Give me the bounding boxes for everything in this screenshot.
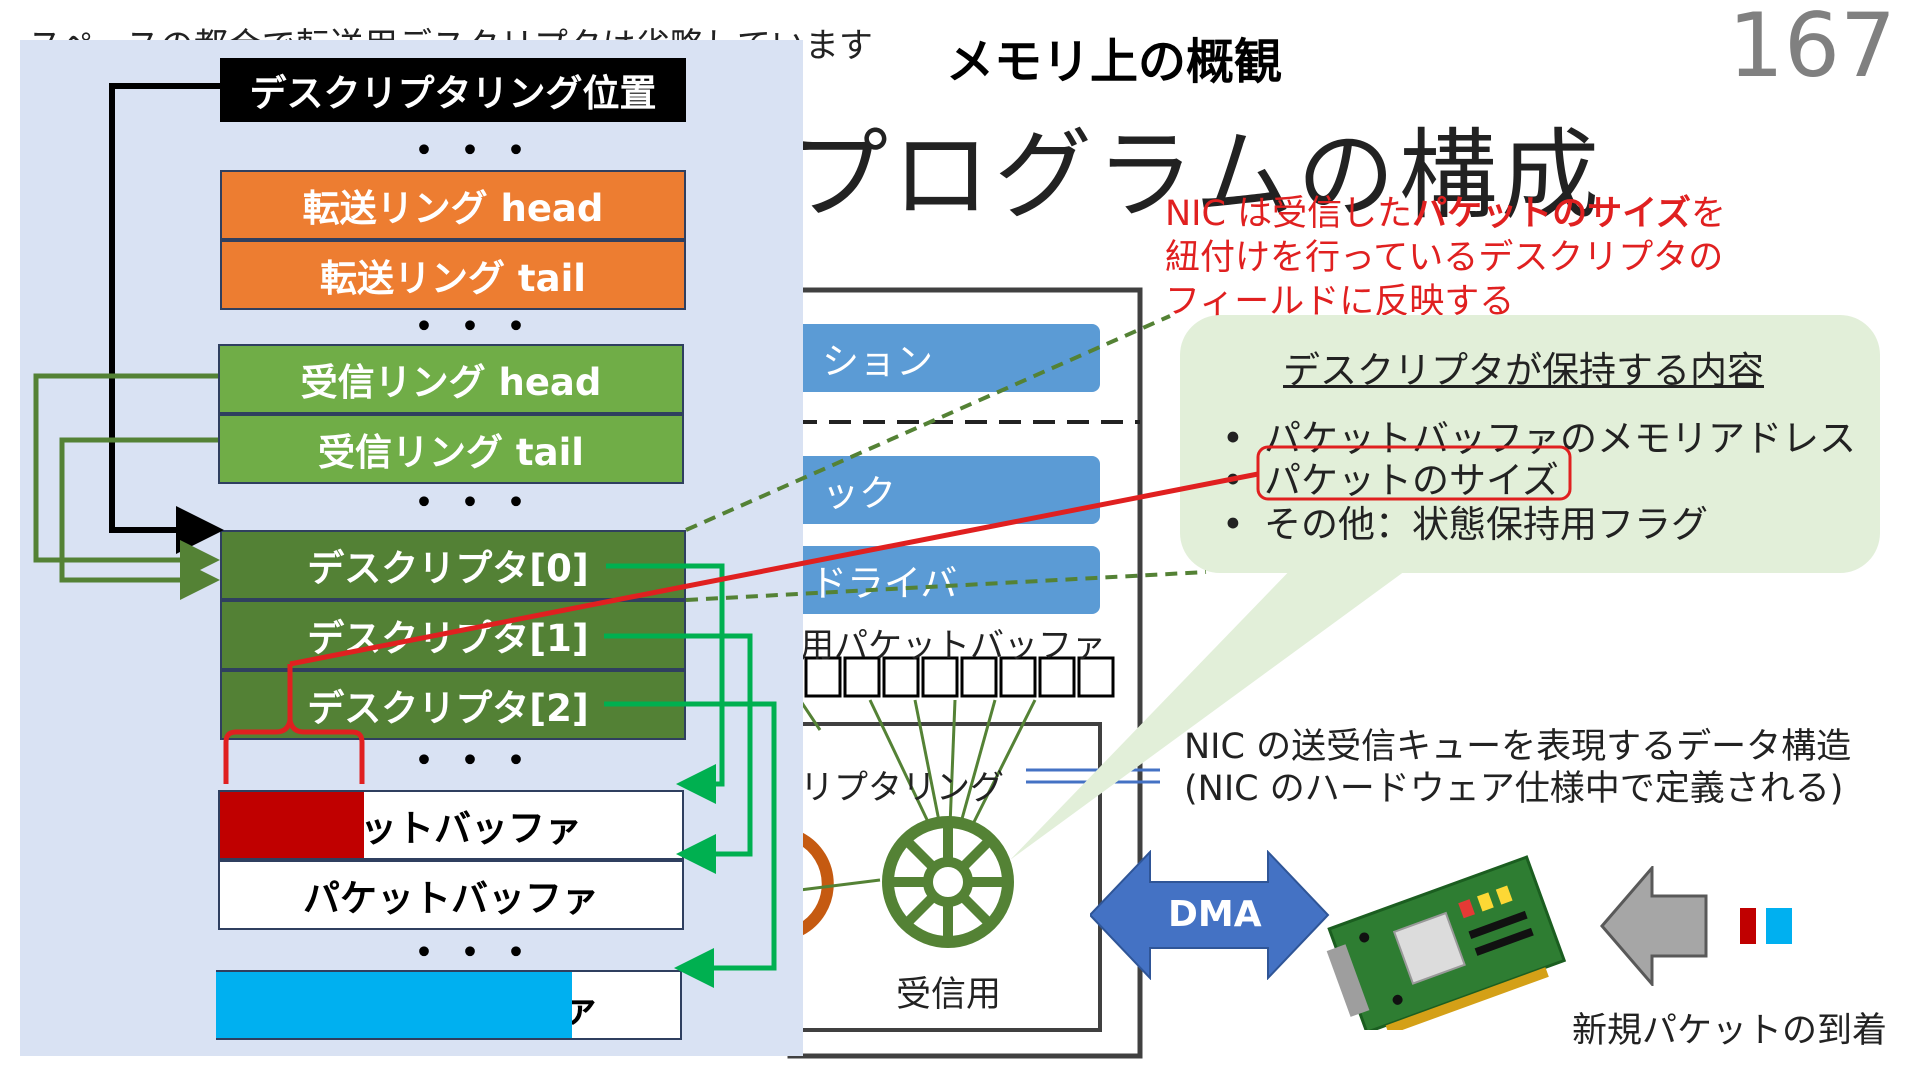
descriptor-ring-label: リプタリング [800,768,1004,808]
nic-card-icon [1326,855,1567,1030]
rx-ring-wheel-icon [882,816,1014,948]
rx-ring-head: 受信リング head [218,344,684,414]
tx-ring-head: 転送リング head [220,170,686,240]
main-title: プログラムの構成 [790,119,1604,233]
page-number: 167 [1728,0,1896,97]
packet-buffer-2: パケットバッファ [218,860,684,930]
descriptor-contents-callout [1180,315,1880,573]
slide-subtitle: メモリ上の概観 [946,34,1283,90]
buffer-slots [804,656,1115,698]
packet-buffer-label: 用パケットバッファ [800,626,1106,666]
descriptor-contents-title: デスクリプタが保持する内容 [1283,349,1764,392]
arrival-label: 新規パケットの到着 [1572,1011,1888,1051]
ellipsis: ・・・ [404,128,542,174]
application-bar: ション [780,324,1100,392]
ellipsis: ・・・ [404,738,542,784]
descriptor-item-address: •パケットバッファのメモリアドレス [1222,417,1856,460]
rx-label: 受信用 [896,975,1002,1015]
descriptor-item-flags: •その他：状態保持用フラグ [1222,503,1708,546]
dma-label: DMA [1168,894,1262,935]
rx-ring-tail: 受信リング tail [218,414,684,484]
descriptor-item-size: •パケットのサイズ [1222,459,1559,502]
ellipsis: ・・・ [404,304,542,350]
packet-data-red [220,792,364,858]
packet-icon [1740,908,1792,944]
dma-arrow-icon [1090,850,1330,980]
incoming-arrow-icon [1600,866,1708,986]
packet-data-cyan [216,972,572,1038]
tx-ring-tail: 転送リング tail [220,240,686,310]
ring-structure-note: NIC の送受信キューを表現するデータ構造 (NIC のハードウェア仕様中で定義… [1184,727,1852,809]
descriptor-ring-position: デスクリプタリング位置 [220,58,686,122]
stack-bar: ック [780,456,1100,524]
ellipsis: ・・・ [404,930,542,976]
ellipsis: ・・・ [404,480,542,526]
nic-size-note: NIC は受信したパケットのサイズを 紐付けを行っているデスクリプタの フィール… [1165,194,1727,322]
